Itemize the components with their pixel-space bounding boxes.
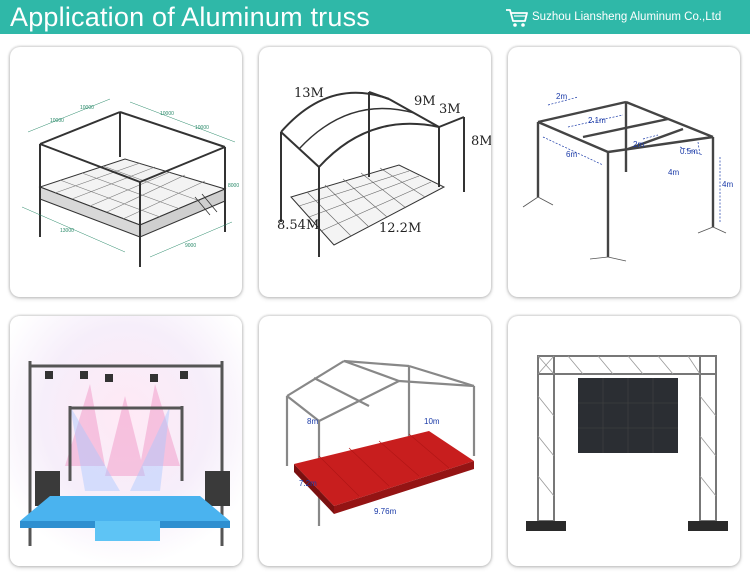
dim-label: 6m xyxy=(566,150,577,159)
stage-render-2: 8m 10m 7.2m 9.76m xyxy=(285,359,476,526)
header-banner: Application of Aluminum truss Suzhou Lia… xyxy=(0,0,750,34)
dim-label: 8m xyxy=(307,417,318,426)
screen-render xyxy=(526,355,728,531)
svg-text:13000: 13000 xyxy=(60,228,74,234)
svg-text:8000: 8000 xyxy=(228,183,239,189)
truss-diagram-1: 10000 10000 10000 10000 13000 9000 8000 xyxy=(21,98,239,267)
company-name: Suzhou Liansheng Aluminum Co.,Ltd xyxy=(532,11,722,23)
concert-stage-render xyxy=(10,316,242,566)
truss-led-screen-render xyxy=(508,316,740,566)
truss-frame-drawing: 2m 2.1m 6m 2m 0.5m 4m 4m xyxy=(508,47,740,297)
truss-stage-drawing-1: 10000 10000 10000 10000 13000 9000 8000 xyxy=(10,47,242,297)
dim-label: 10m xyxy=(424,417,440,426)
svg-text:9000: 9000 xyxy=(185,243,196,249)
dim-label: 8M xyxy=(471,134,491,149)
dim-label: 13M xyxy=(294,86,324,101)
stage-render xyxy=(10,316,242,566)
page-title: Application of Aluminum truss xyxy=(10,2,370,32)
truss-diagram-2: 13M 9M 3M 8M 8.54M 12.2M xyxy=(277,86,491,257)
dim-label: 8.54M xyxy=(277,218,319,233)
truss-stage-drawing-2: 13M 9M 3M 8M 8.54M 12.2M xyxy=(259,47,491,297)
dim-label: 9.76m xyxy=(374,507,397,516)
dim-label: 2m xyxy=(556,92,567,101)
dim-label: 2m xyxy=(633,140,644,149)
dim-label: 4m xyxy=(722,180,733,189)
red-stage-render: 8m 10m 7.2m 9.76m xyxy=(259,316,491,566)
svg-text:10000: 10000 xyxy=(195,125,209,131)
svg-text:10000: 10000 xyxy=(50,118,64,124)
dim-label: 9M xyxy=(414,94,436,109)
dim-label: 2.1m xyxy=(588,116,606,125)
dim-label: 4m xyxy=(668,168,679,177)
truss-diagram-3: 2m 2.1m 6m 2m 0.5m 4m 4m xyxy=(522,92,733,262)
dim-label: 0.5m xyxy=(680,147,698,156)
dim-label: 7.2m xyxy=(299,479,317,488)
dim-label: 12.2M xyxy=(379,221,421,236)
svg-text:10000: 10000 xyxy=(160,111,174,117)
shopping-cart-icon xyxy=(506,9,528,27)
dim-label: 3M xyxy=(439,102,461,117)
svg-text:10000: 10000 xyxy=(80,105,94,111)
